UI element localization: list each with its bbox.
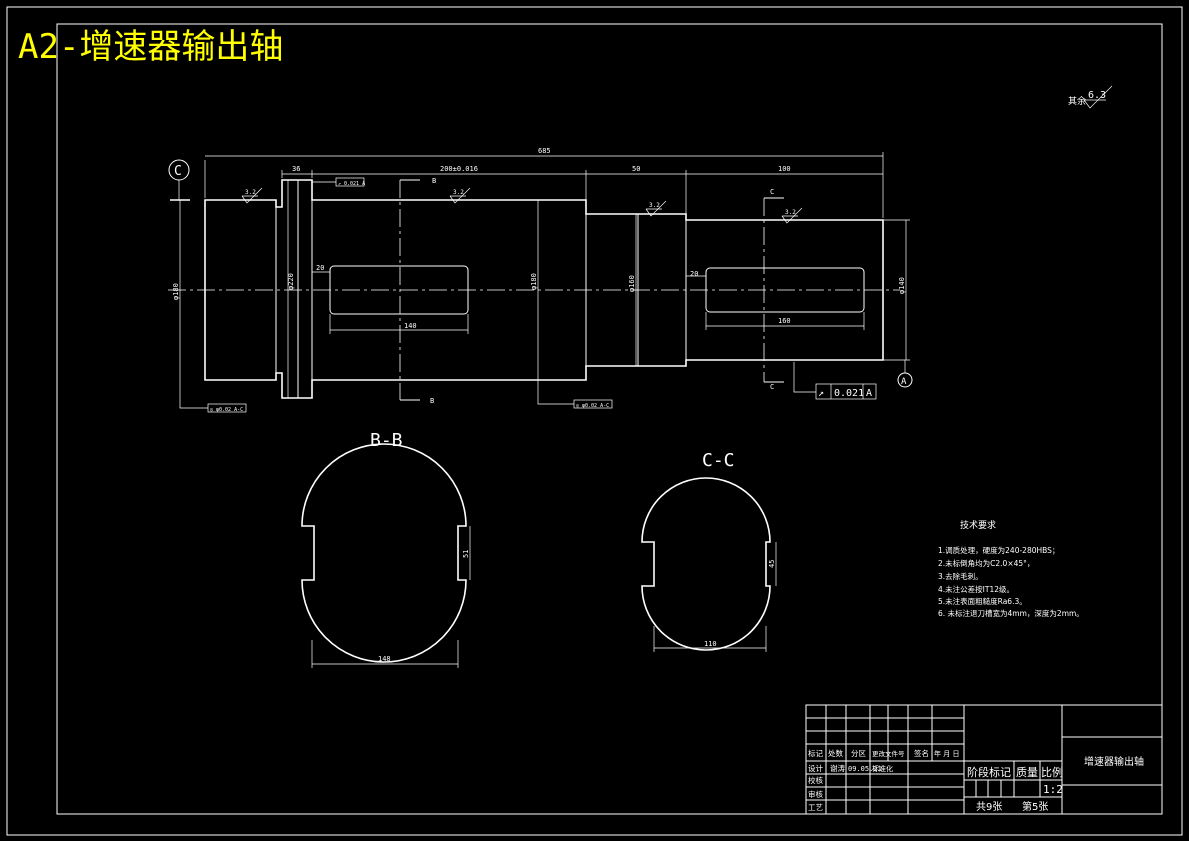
tb-date: 09.05.21 [848,765,882,773]
tb-design-label: 设计 [808,763,823,773]
tech-req-item-4: 4.未注公差按IT12级。 [938,584,1014,594]
dim-dia-right: φ140 [898,277,906,294]
inner-frame [56,23,1163,815]
keyway-right [705,267,865,313]
sheet-title: A2-增速器输出轴 [18,27,283,67]
tb-std-label: 标准化 [872,764,893,773]
roughness-face-1: 3.2 [245,189,256,196]
roughness-other-label: 其余 [1068,95,1086,107]
dim-lines-keyway [312,271,865,334]
dim-seg-200: 200±0.016 [440,165,478,173]
tb-weight-label: 质量 [1016,766,1038,779]
section-bb-key: 51 [462,550,470,558]
tech-req-heading: 技术要求 [960,519,996,531]
tol-runout-left: ↗ 0.021 A [338,181,365,187]
tech-req-item-3: 3.去除毛刺。 [938,571,983,581]
keyway-left [329,265,469,315]
tb-scale-value: 1:2 [1043,783,1063,796]
tolerance-leader-left-bottom [179,380,247,413]
dim-key2-len: 160 [778,317,791,325]
section-c-mark-top: C [770,188,774,196]
runout-main-value: 0.021 [834,388,864,399]
roughness-face-2: 3.2 [453,189,464,196]
section-c-cut [763,197,784,383]
section-cc-label: C-C [702,450,735,471]
tolerance-leader-mid-bottom [537,380,613,409]
runout-frame-main [793,362,877,400]
tolerance-leader-left-top [312,177,365,187]
dim-seg-100: 100 [778,165,791,173]
roughness-face-symbols [241,187,803,224]
dim-overall: 685 [538,147,551,155]
section-b-mark-bottom: B [430,397,434,405]
dim-dia-mid: φ180 [530,273,538,290]
tb-designer: 谢涛 [830,763,845,773]
tb-col-change: 更改文件号 [872,749,905,758]
runout-main-datum: A [866,388,872,399]
tol-circ-left: ◎ φ0.02 A-C [210,407,243,413]
section-bb-width: 148 [378,655,391,663]
datum-c [168,159,190,201]
roughness-other-symbol [1083,85,1113,109]
dim-lines-top [204,152,884,218]
tb-col-count: 处数 [828,748,843,758]
tech-req-item-6: 6. 未标注退刀槽宽为4mm，深度为2mm。 [938,608,1084,618]
section-bb-label: B-B [370,430,403,451]
dim-dia-left: φ180 [172,283,180,300]
tb-stage-label: 阶段标记 [967,765,1011,779]
tb-col-zone: 分区 [851,749,866,758]
datum-a [897,360,913,388]
section-cc-width: 110 [704,640,717,648]
datum-a-label: A [901,377,907,387]
dim-key1-len: 140 [404,322,417,330]
outer-frame [6,6,1183,836]
section-cc-key: 45 [768,560,776,568]
roughness-other-value: 6.3 [1088,90,1106,101]
tb-part-name: 增速器输出轴 [1084,755,1144,768]
dim-seg-50: 50 [632,165,640,173]
tb-scale-label: 比例 [1041,765,1063,779]
tb-col-sign: 签名 [914,748,929,758]
section-b-cut [399,179,420,401]
dim-dia-collar: φ220 [287,273,295,290]
roughness-face-3: 3.2 [649,202,660,209]
roughness-face-4: 3.2 [785,209,796,216]
tol-circ-mid: ◎ φ0.02 A-C [576,403,609,409]
tb-check-label: 校核 [808,775,823,785]
dim-dia-step: φ160 [628,275,636,292]
title-block-grid [805,704,1163,815]
dim-lines-diameter [179,180,910,398]
tech-req-item-5: 5.未注表面粗糙度Ra6.3。 [938,596,1027,606]
tech-req-item-1: 1.调质处理，硬度为240-280HBS； [938,545,1059,555]
datum-c-label: C [174,164,182,179]
shaft-outline [204,179,884,399]
tech-req-item-2: 2.未标倒角均为C2.0×45°， [938,558,1034,568]
tb-sheets-total: 共9张 [976,801,1002,813]
dim-key1-offset: 20 [316,264,324,272]
tb-review-label: 审核 [808,789,823,799]
tb-process-label: 工艺 [808,803,823,812]
dim-key2-offset: 20 [690,270,698,278]
tb-col-date: 年 月 日 [934,749,959,758]
section-c-mark-bottom: C [770,383,774,391]
dim-collar-len: 36 [292,165,300,173]
tb-col-mark: 标记 [808,748,823,758]
section-bb-view [301,443,471,668]
section-b-mark-top: B [432,177,436,185]
runout-main-symbol: ↗ [818,388,824,399]
section-cc-view [641,477,777,652]
tb-sheet-no: 第5张 [1022,800,1048,813]
